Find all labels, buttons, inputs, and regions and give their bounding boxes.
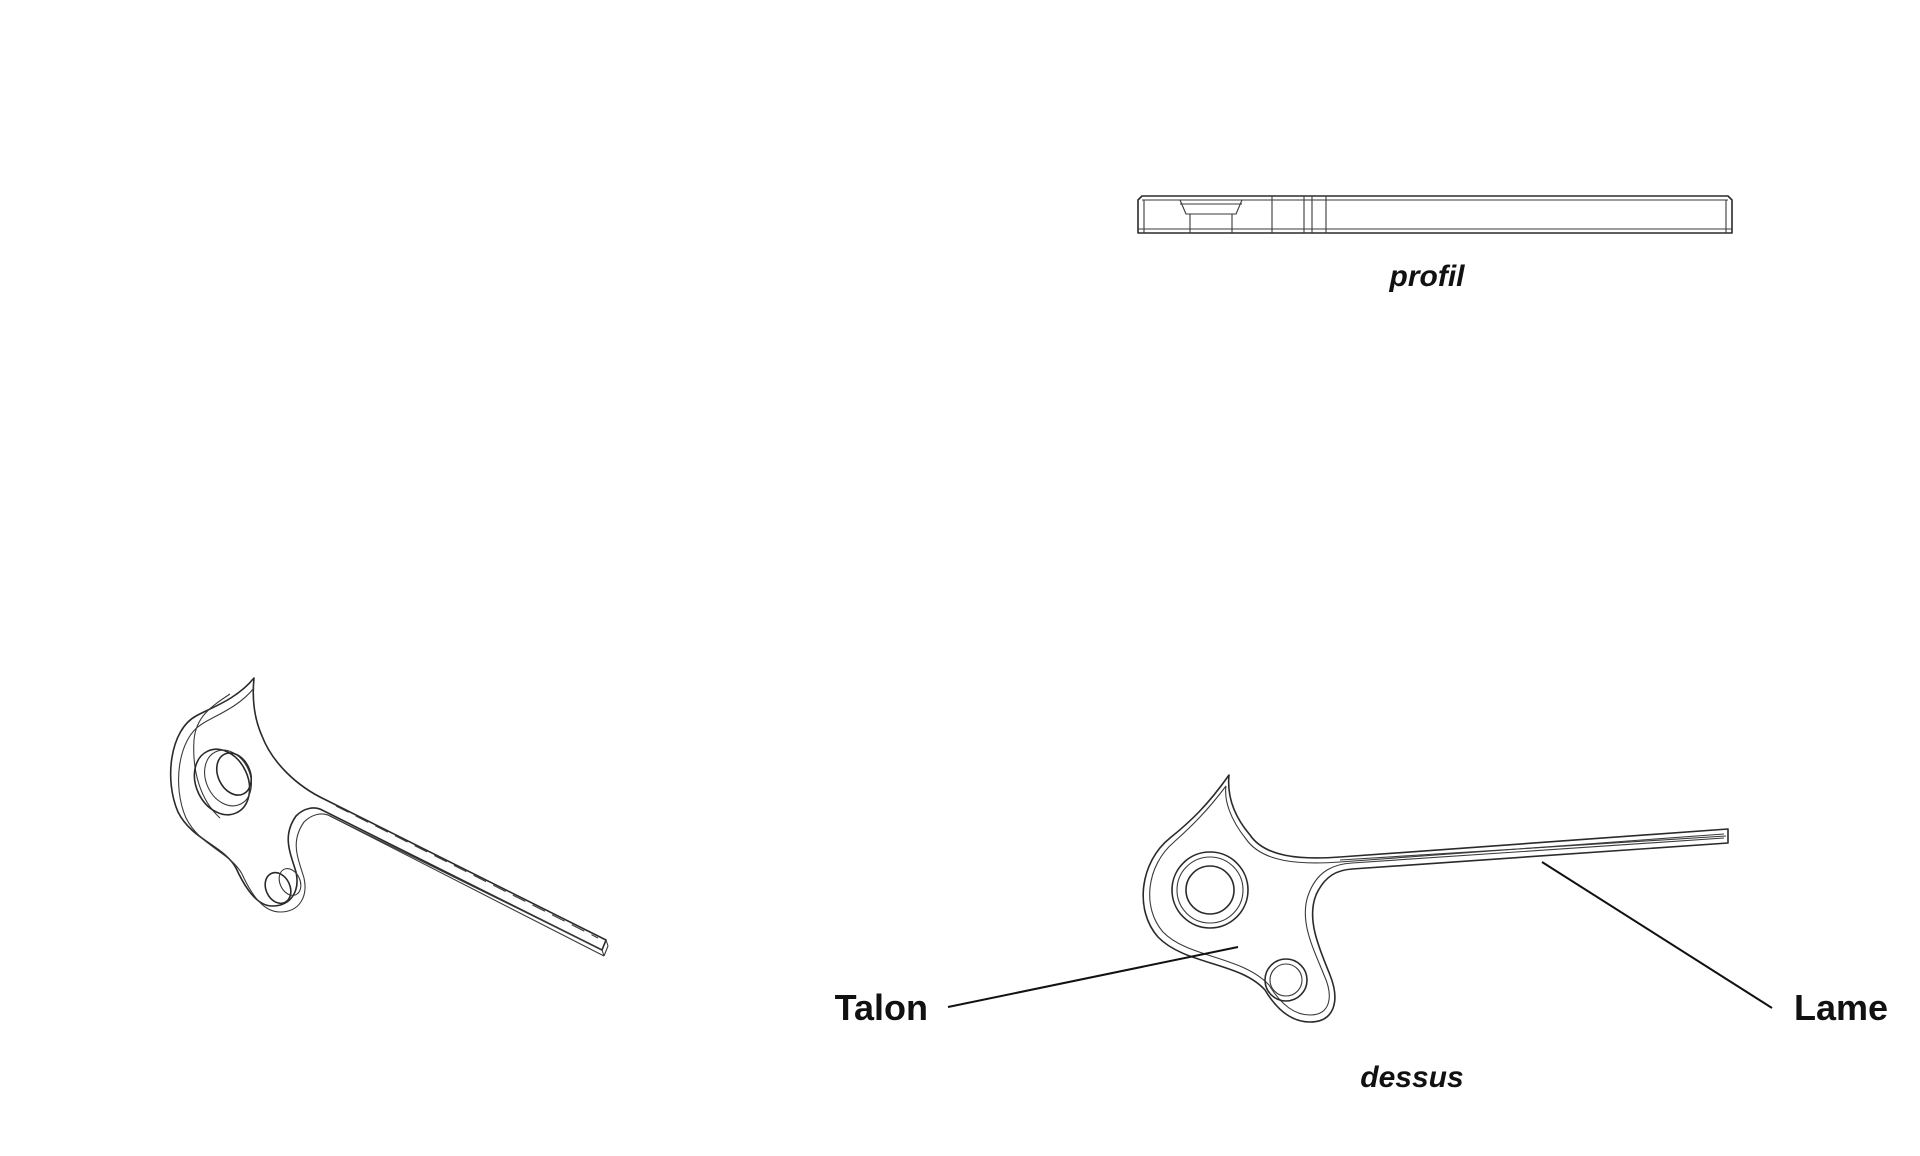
heel-label: Talon <box>835 987 928 1028</box>
top-caption: dessus <box>1360 1061 1463 1094</box>
iso-bottom-outline <box>178 687 605 957</box>
iso-blade-lower-edge <box>329 815 603 951</box>
isometric-view <box>169 677 609 957</box>
iso-main-bore-outer <box>193 748 251 816</box>
top-small-hole-outer <box>1264 958 1308 1002</box>
top-outline-inner <box>1149 785 1725 1016</box>
iso-heel-inner-contour <box>193 693 231 819</box>
top-main-hole-mid <box>1176 856 1244 924</box>
top-view: dessus <box>1142 774 1729 1094</box>
top-small-hole-inner <box>1269 963 1303 997</box>
iso-small-bore-inner <box>278 868 302 896</box>
blade-label: Lame <box>1794 987 1888 1028</box>
top-blade-edge <box>1339 835 1727 861</box>
callout-heel: Talon <box>835 946 1239 1028</box>
callout-blade: Lame <box>1541 861 1888 1028</box>
iso-top-outline <box>169 677 607 951</box>
iso-blade-tip <box>601 949 605 957</box>
profile-bore-countersink <box>1179 199 1243 215</box>
profile-caption: profil <box>1389 260 1466 293</box>
profile-outline <box>1137 195 1733 234</box>
iso-blade-centerline <box>335 805 599 939</box>
top-main-hole-outer <box>1171 851 1249 929</box>
top-main-hole-inner <box>1185 865 1235 915</box>
iso-main-bore-mid <box>204 749 252 807</box>
top-outline <box>1142 774 1729 1023</box>
heel-leader-line <box>947 946 1239 1008</box>
iso-blade-tip-side <box>603 945 609 957</box>
iso-small-bore-outer <box>264 871 292 905</box>
iso-blade-tip-top <box>605 939 609 947</box>
blade-leader-line <box>1541 861 1773 1009</box>
iso-main-bore-inner <box>215 752 253 796</box>
profile-view: profil <box>1137 195 1733 293</box>
